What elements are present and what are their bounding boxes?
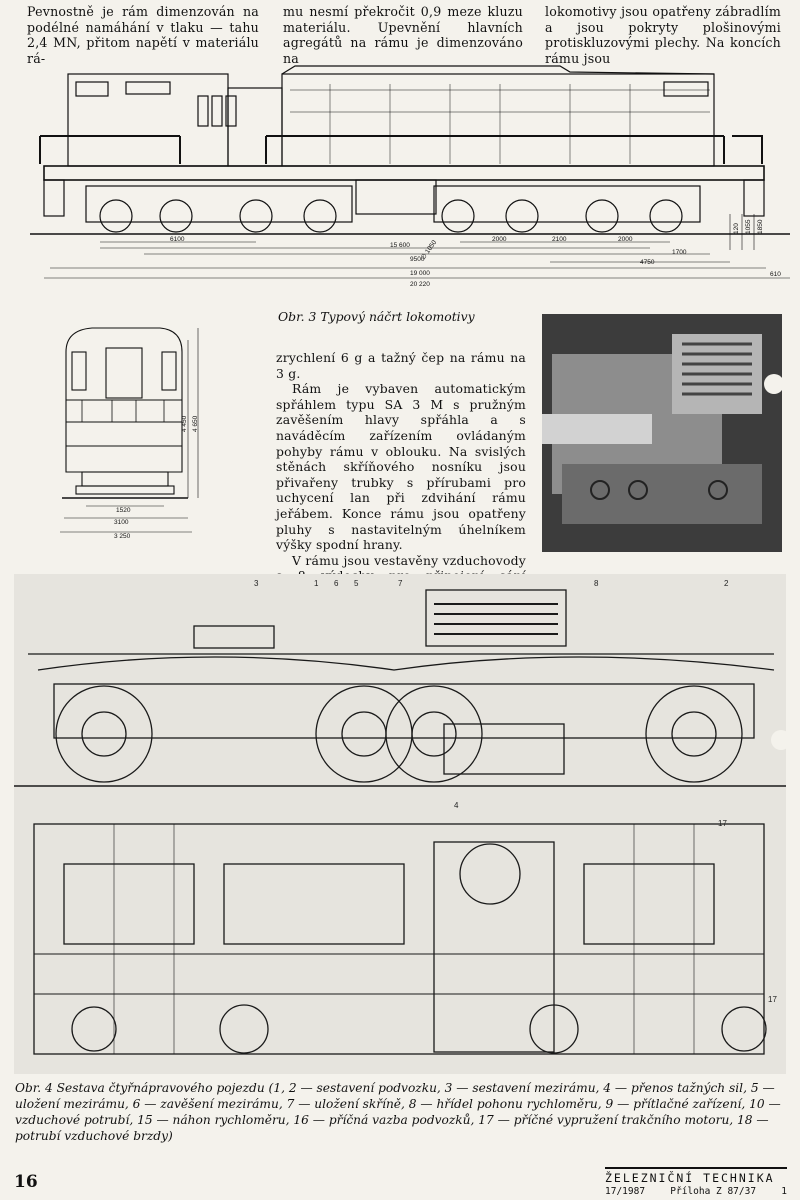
svg-text:3 250: 3 250 — [114, 533, 131, 540]
svg-text:1: 1 — [314, 579, 319, 588]
svg-text:1055: 1055 — [745, 219, 752, 234]
svg-text:4750: 4750 — [640, 259, 655, 266]
svg-text:4 650: 4 650 — [192, 415, 199, 432]
svg-text:20 220: 20 220 — [410, 281, 430, 288]
svg-text:∅ 1050: ∅ 1050 — [420, 239, 439, 261]
text-column-2: mu nesmí překročit 0,9 meze kluzu materi… — [283, 4, 523, 66]
svg-text:2000: 2000 — [618, 236, 633, 243]
svg-text:2: 2 — [724, 579, 729, 588]
svg-text:2000: 2000 — [492, 236, 507, 243]
svg-text:120: 120 — [733, 223, 740, 234]
svg-text:1520: 1520 — [116, 507, 131, 514]
journal-name: ŽELEZNIČNÍ TECHNIKA — [605, 1171, 775, 1185]
svg-text:2100: 2100 — [552, 236, 567, 243]
text-column-3: lokomotivy jsou opatřeny zábradlím a jso… — [545, 4, 781, 66]
svg-text:8: 8 — [594, 579, 599, 588]
svg-text:7: 7 — [398, 579, 403, 588]
svg-text:1850: 1850 — [757, 219, 764, 234]
figure-4-caption: Obr. 4 Sestava čtyřnápravového pojezdu (… — [15, 1081, 781, 1143]
sheet-number: 1 — [781, 1186, 787, 1197]
locomotive-side-drawing: 6100 15 600 9500 19 000 20 220 2000 2100… — [30, 65, 790, 288]
issue-number: 17/1987 — [605, 1186, 646, 1197]
svg-text:15 600: 15 600 — [390, 242, 410, 249]
svg-text:17: 17 — [718, 819, 727, 828]
svg-text:4 450: 4 450 — [181, 415, 188, 432]
svg-text:1700: 1700 — [672, 249, 687, 256]
middle-text-column: zrychlení 6 g a tažný čep na rámu na 3 g… — [276, 350, 526, 599]
svg-text:3100: 3100 — [114, 519, 129, 526]
svg-text:3: 3 — [254, 579, 259, 588]
svg-text:9500: 9500 — [410, 256, 425, 263]
bogie-assembly-drawing: 3 1 6 5 7 8 2 4 17 17 — [14, 574, 786, 1074]
svg-text:19 000: 19 000 — [410, 270, 430, 277]
journal-footer: ŽELEZNIČNÍ TECHNIKA 17/1987 Příloha Z 87… — [605, 1167, 787, 1197]
svg-text:6: 6 — [334, 579, 339, 588]
journal-issue-line: 17/1987 Příloha Z 87/37 1 — [605, 1186, 787, 1197]
page-number: 16 — [14, 1172, 38, 1192]
locomotive-front-drawing: 1520 3100 3 250 4 450 4 650 — [60, 327, 199, 540]
text-column-1: Pevnostně je rám dimenzován na podélné n… — [27, 4, 259, 66]
svg-text:610: 610 — [770, 271, 781, 278]
svg-text:4: 4 — [454, 801, 459, 810]
figure-3-caption: Obr. 3 Typový náčrt lokomotivy — [278, 309, 475, 324]
svg-text:5: 5 — [354, 579, 359, 588]
frame-detail-photo — [542, 314, 782, 552]
supplement-number: Příloha Z 87/37 — [670, 1186, 757, 1197]
svg-text:17: 17 — [768, 995, 777, 1004]
svg-text:6100: 6100 — [170, 236, 185, 243]
